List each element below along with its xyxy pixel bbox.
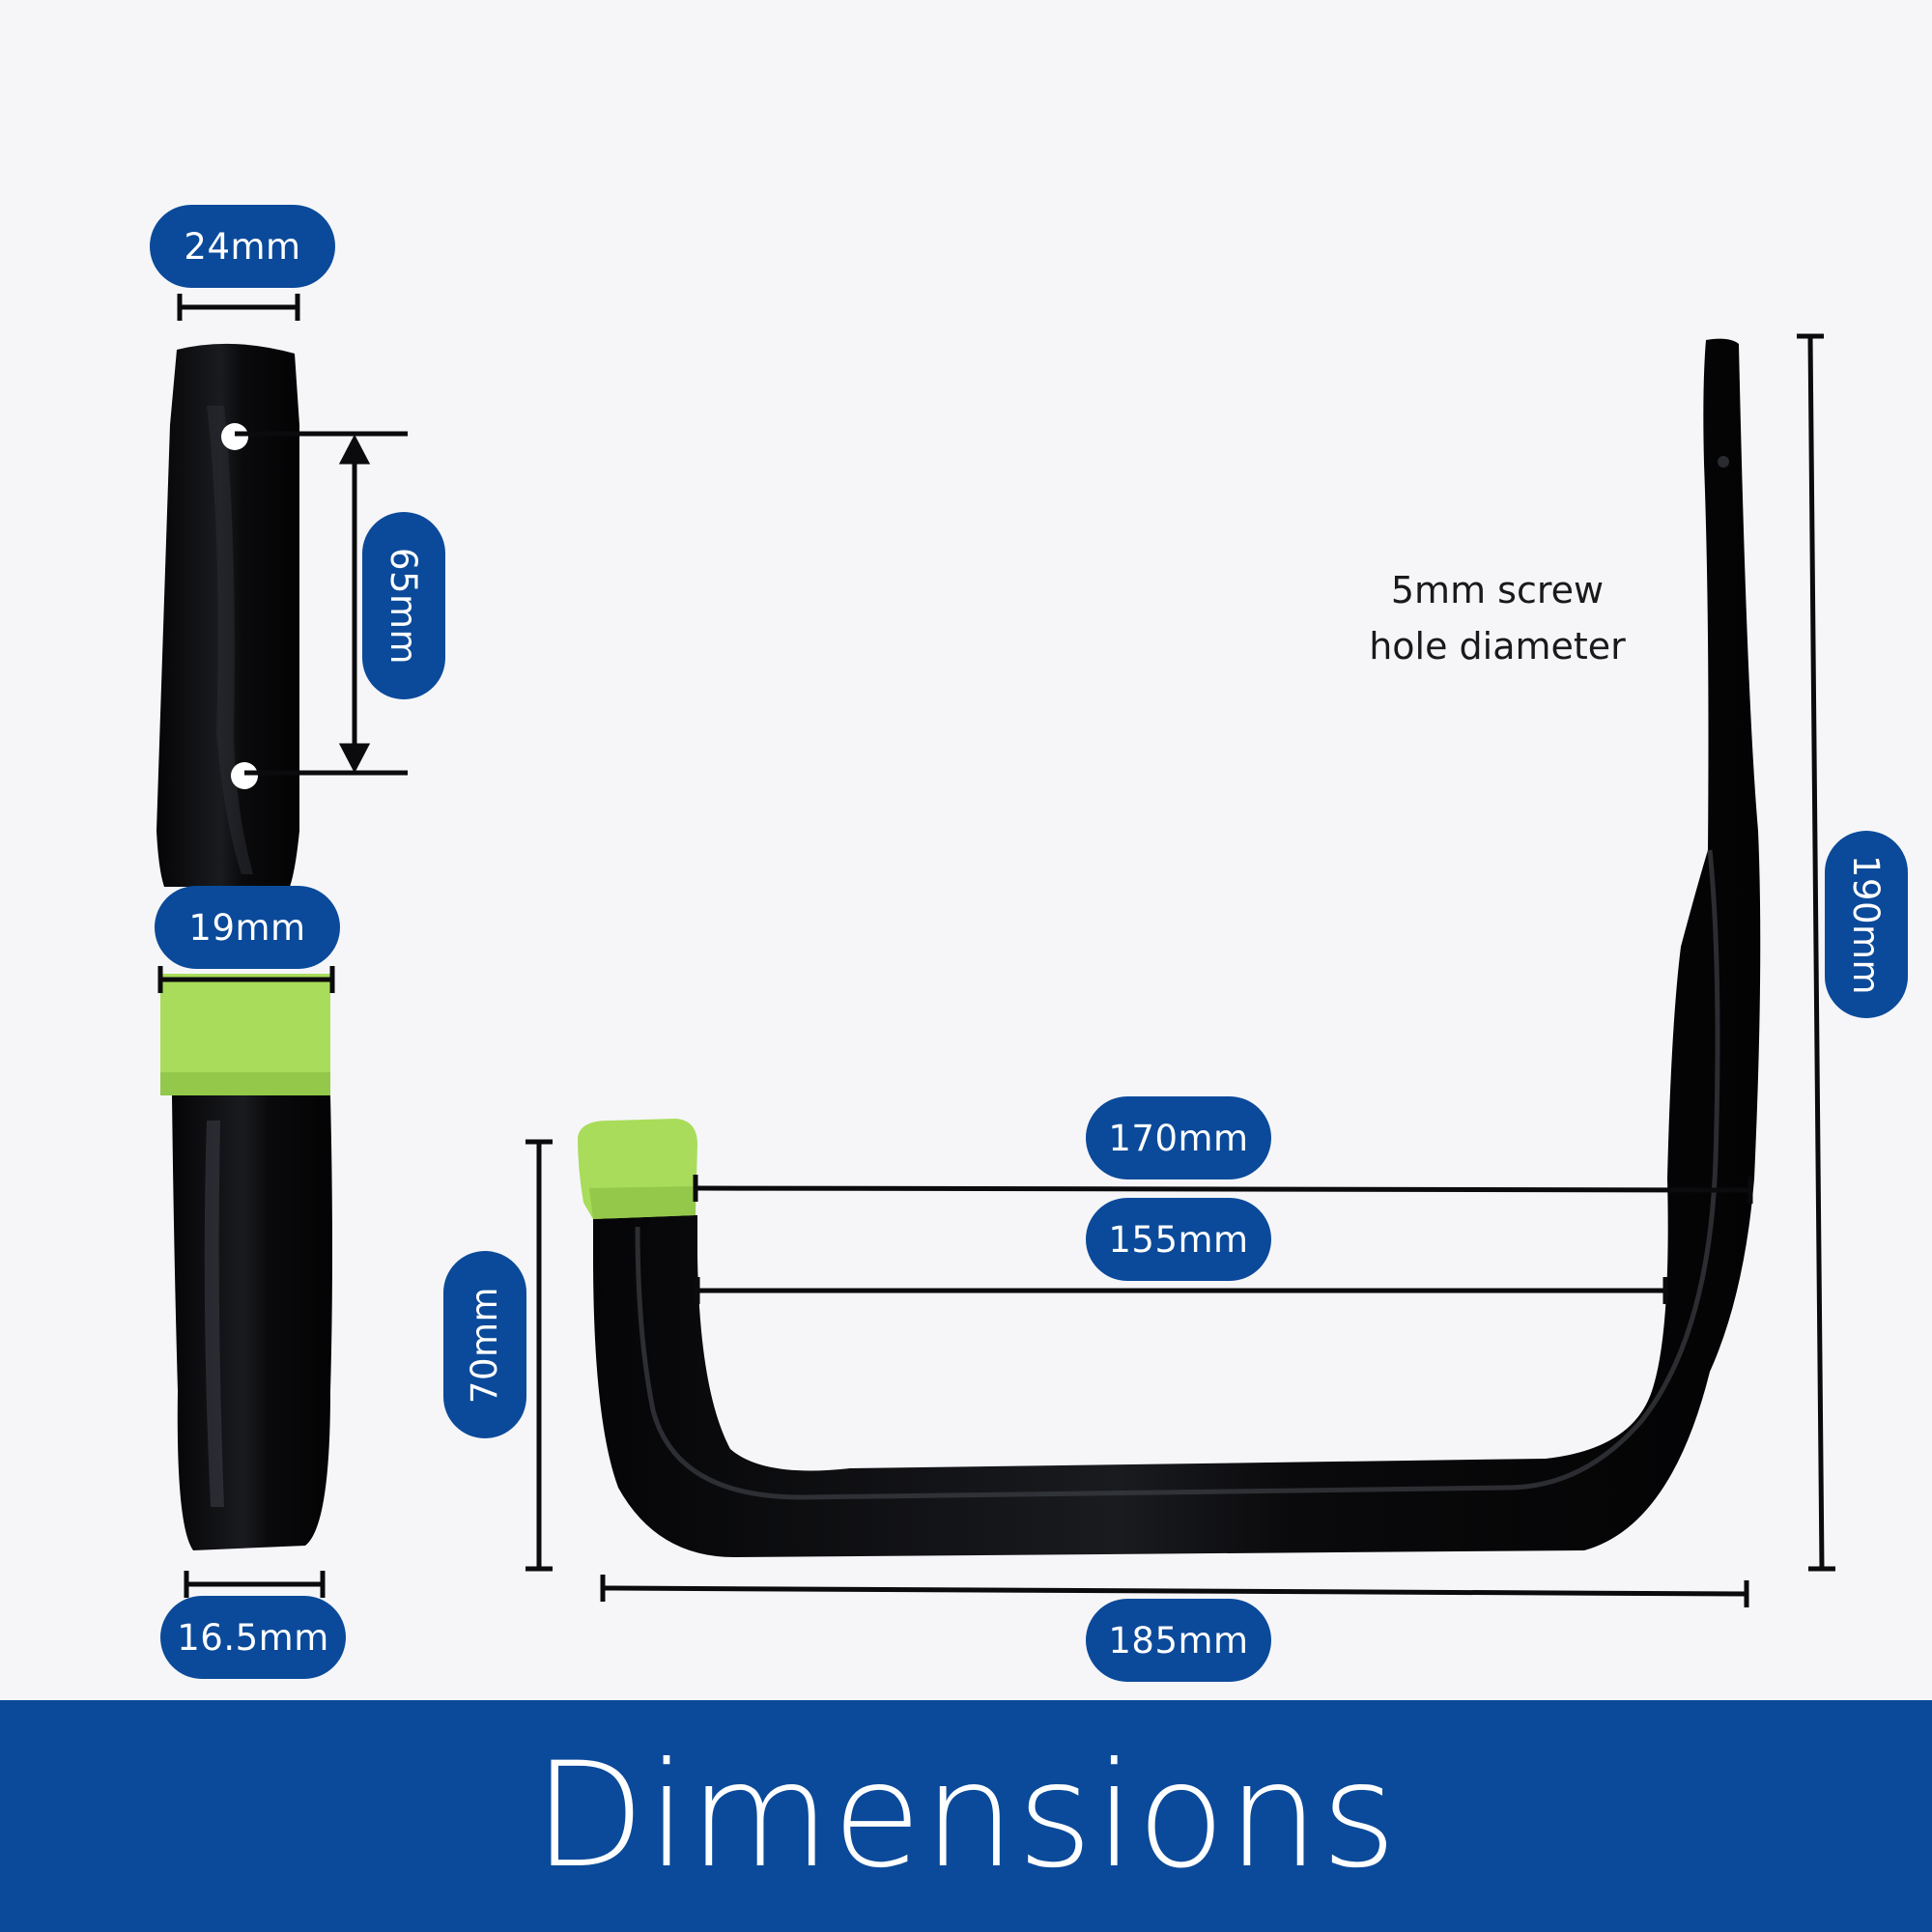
dimension-16.5mm-line	[184, 1571, 326, 1598]
footer-banner: Dimensions	[0, 1700, 1932, 1932]
dimension-170mm-line	[693, 1175, 1753, 1204]
dimension-185mm-line	[600, 1575, 1749, 1607]
label-170mm-text: 170mm	[1108, 1117, 1249, 1159]
dimension-155mm-line	[695, 1277, 1668, 1304]
bracket-side-view	[156, 343, 332, 1550]
dimension-24mm-line	[177, 294, 300, 321]
screw-hole-note: 5mm screw hole diameter	[1323, 562, 1671, 674]
bracket-front-plate-edge	[635, 849, 1720, 1500]
footer-title: Dimensions	[533, 1732, 1399, 1900]
bracket-front-view	[578, 338, 1761, 1558]
label-155mm: 155mm	[1086, 1198, 1271, 1281]
label-65mm: 65mm	[362, 512, 445, 699]
screw-hole-top	[221, 423, 248, 450]
dimension-70mm-line	[526, 1139, 553, 1572]
label-70mm-text: 70mm	[464, 1286, 506, 1404]
label-19mm: 19mm	[155, 886, 340, 969]
bracket-side-plate-highlight	[207, 406, 253, 874]
bracket-front-plate	[593, 338, 1761, 1558]
dimension-lines	[157, 294, 1835, 1607]
label-19mm-text: 19mm	[188, 906, 306, 949]
label-190mm-text: 190mm	[1845, 854, 1888, 995]
bracket-side-arm	[172, 1095, 332, 1550]
label-170mm: 170mm	[1086, 1096, 1271, 1179]
label-65mm-text: 65mm	[383, 547, 425, 665]
label-190mm: 190mm	[1825, 831, 1908, 1018]
label-185mm-text: 185mm	[1108, 1619, 1249, 1662]
screw-hole-note-line1: 5mm screw	[1390, 569, 1605, 611]
label-155mm-text: 155mm	[1108, 1218, 1249, 1261]
label-16.5mm: 16.5mm	[160, 1596, 346, 1679]
dimension-190mm-line	[1797, 333, 1835, 1572]
dimension-19mm-line	[157, 966, 335, 993]
screw-hole-bottom	[231, 762, 258, 789]
screw-hole-front	[1718, 456, 1729, 468]
label-70mm: 70mm	[443, 1251, 526, 1438]
label-24mm-text: 24mm	[184, 225, 301, 268]
screw-hole-note-line2: hole diameter	[1369, 625, 1626, 668]
label-16.5mm-text: 16.5mm	[177, 1616, 329, 1659]
bracket-side-cap-shade	[160, 1072, 330, 1095]
label-185mm: 185mm	[1086, 1599, 1271, 1682]
dimension-65mm-line	[235, 431, 408, 776]
bracket-side-arm-highlight	[204, 1121, 224, 1507]
bracket-front-cap-shade	[589, 1186, 696, 1219]
label-24mm: 24mm	[150, 205, 335, 288]
